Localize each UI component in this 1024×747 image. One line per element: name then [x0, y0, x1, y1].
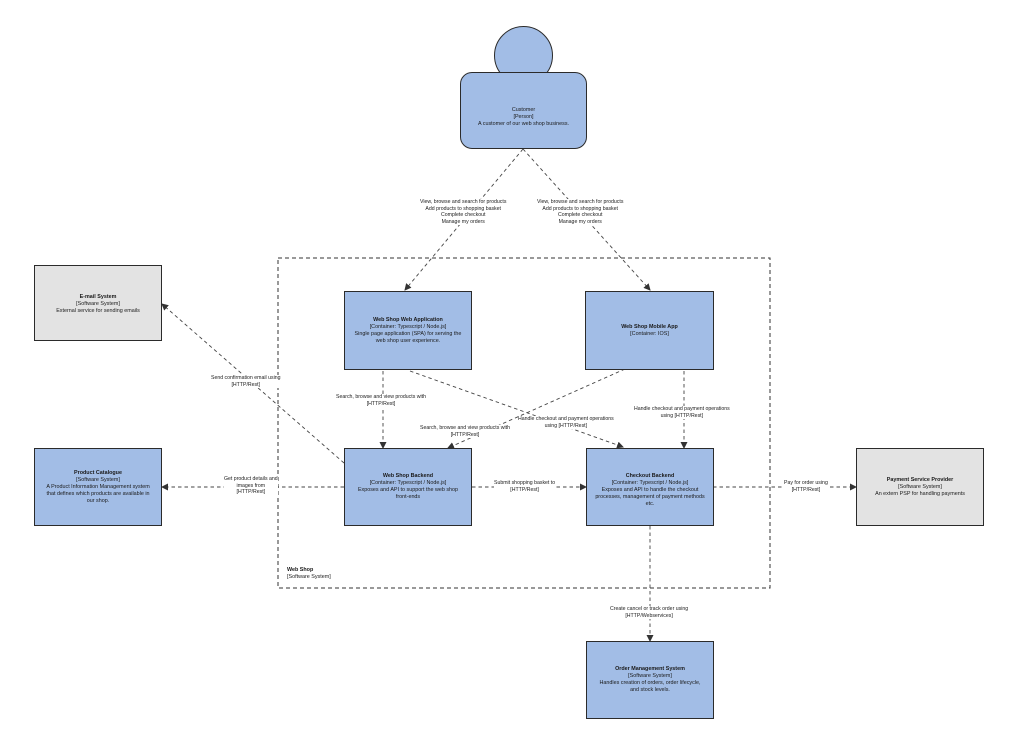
edge-label-line: images from [236, 482, 266, 489]
edge-label-mobile-backend: Search, browse and view products with [H… [420, 425, 510, 439]
edge-label-line: Complete checkout [441, 212, 486, 219]
backend-kind: [Container: Typescript / Node.js] [369, 480, 447, 486]
checkout-title: Checkout Backend [625, 473, 675, 479]
oms-description: Handles creation of orders, order lifecy… [599, 680, 701, 693]
web-shop-boundary [277, 257, 771, 589]
mobile-app-node[interactable]: Web Shop Mobile App [Container: IOS] [585, 291, 714, 370]
edge-label-line: View, browse and search for products [537, 199, 624, 205]
webapp-title: Web Shop Web Application [373, 316, 443, 323]
edge-label-customer-webapp: View, browse and search for products Add… [420, 199, 507, 226]
email-system-node[interactable]: E-mail System [Software System] External… [34, 265, 162, 341]
edge-label-line: [HTTP/Rest] [510, 486, 539, 493]
edge-label-checkout-psp: Pay for order using [HTTP/Rest] [784, 480, 828, 494]
edge-label-checkout-oms: Create cancel or track order using [HTTP… [610, 606, 689, 620]
edge-label-line: [HTTP/Rest] [450, 431, 480, 438]
oms-kind: [Software System] [628, 673, 672, 679]
edge-webapp-checkout [409, 370, 624, 449]
mobile-kind: [Container: IOS] [630, 330, 669, 337]
webapp-kind: [Container: Typescript / Node.js] [369, 323, 447, 330]
edge-label-line: using [HTTP/Rest] [660, 412, 704, 419]
edge-label-line: [HTTP/Rest] [791, 486, 821, 493]
checkout-backend-node[interactable]: Checkout Backend [Container: Typescript … [586, 448, 714, 526]
edge-backend-email [161, 303, 345, 464]
edge-label-line: [HTTP/Rest] [231, 381, 261, 388]
webapp-description: Single page application (SPA) for servin… [354, 330, 462, 344]
edge-customer-mobile [522, 148, 651, 291]
product-catalogue-node[interactable]: Product Catalogue [Software System] A Pr… [34, 448, 162, 526]
edge-label-line: Add products to shopping basket [542, 205, 618, 212]
edge-label-line: [HTTP/Rest] [366, 400, 396, 407]
edge-label-backend-checkout: Submit shopping basket to [HTTP/Rest] [494, 480, 556, 494]
edge-label-line: Pay for order using [784, 480, 828, 486]
edge-label-backend-email: Send confirmation email using [HTTP/Rest… [211, 375, 281, 389]
customer-node[interactable]: Customer [Person] A customer of our web … [460, 72, 587, 149]
backend-title: Web Shop Backend [382, 473, 434, 479]
payment-service-provider-node[interactable]: Payment Service Provider [Software Syste… [856, 448, 984, 526]
checkout-kind: [Container: Typescript / Node.js] [611, 480, 689, 486]
edge-label-webapp-checkout: Handle checkout and payment operations u… [518, 416, 614, 430]
email-kind: [Software System] [76, 301, 120, 307]
edge-label-line: [HTTP/Rest] [236, 489, 266, 496]
backend-description: Exposes and API to support the web shop … [357, 487, 459, 500]
edge-label-line: Handle checkout and payment operations [518, 416, 614, 422]
catalogue-description: A Product Information Management system … [46, 483, 150, 504]
psp-description: An extern PSP for handling payments [875, 491, 965, 497]
customer-kind: [Person] [513, 114, 534, 120]
edge-label-line: View, browse and search for products [420, 199, 507, 205]
edge-label-line: Submit shopping basket to [494, 480, 556, 486]
boundary-title: Web Shop [287, 567, 314, 573]
edge-label-mobile-checkout: Handle checkout and payment operations u… [634, 406, 730, 420]
web-app-node[interactable]: Web Shop Web Application [Container: Typ… [344, 291, 472, 370]
edge-label-line: Complete checkout [558, 212, 603, 219]
email-title: E-mail System [79, 294, 117, 300]
edge-label-line: Send confirmation email using [211, 375, 281, 381]
psp-title: Payment Service Provider [886, 477, 954, 483]
edge-label-line: Search, browse and view products with [420, 425, 510, 431]
oms-title: Order Management System [615, 666, 685, 672]
edge-label-line: Get product details and [224, 476, 278, 482]
boundary-kind: [Software System] [287, 574, 331, 580]
catalogue-title: Product Catalogue [74, 469, 122, 476]
catalogue-kind: [Software System] [76, 476, 120, 483]
edge-label-webapp-backend: Search, browse and view products with [H… [336, 394, 426, 408]
edge-label-line: Manage my orders [441, 218, 485, 225]
web-shop-backend-node[interactable]: Web Shop Backend [Container: Typescript … [344, 448, 472, 526]
edge-label-line: Handle checkout and payment operations [634, 406, 730, 412]
edge-label-customer-mobile: View, browse and search for products Add… [537, 199, 624, 226]
customer-description: A customer of our web shop business. [477, 121, 570, 127]
email-description: External service for sending emails [56, 308, 140, 314]
edge-label-line: Search, browse and view products with [336, 394, 426, 400]
mobile-title: Web Shop Mobile App [621, 323, 678, 330]
boundary-label: Web Shop [Software System] [287, 567, 331, 581]
psp-kind: [Software System] [898, 484, 942, 490]
customer-title: Customer [511, 107, 536, 113]
edge-label-line: Manage my orders [558, 218, 602, 225]
edge-label-line: Add products to shopping basket [425, 205, 501, 212]
edge-label-backend-catalogue: Get product details and images from [HTT… [224, 476, 278, 496]
checkout-description: Exposes and API to handle the checkout p… [595, 487, 705, 507]
edge-label-line: [HTTP/Webservices] [625, 612, 673, 619]
edge-label-line: Create cancel or track order using [610, 606, 689, 612]
edge-label-line: using [HTTP/Rest] [544, 422, 588, 429]
order-management-node[interactable]: Order Management System [Software System… [586, 641, 714, 719]
